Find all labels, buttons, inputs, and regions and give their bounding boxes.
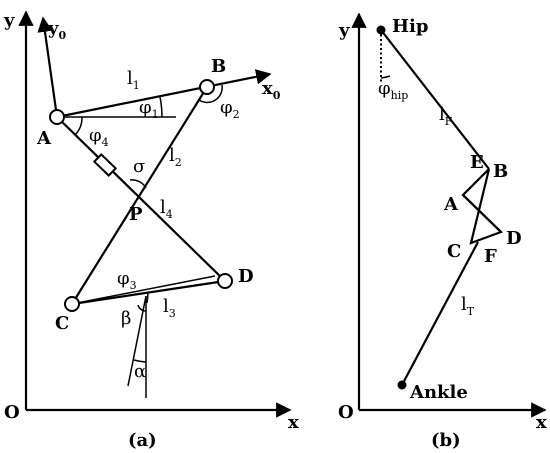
a-label-C: C (55, 313, 69, 334)
a-x0-label: x0 (262, 78, 281, 102)
a-arc-phi1 (159, 96, 163, 118)
a-ref-line (71, 275, 216, 305)
a-origin-label: O (4, 402, 20, 423)
a-arc-sigma (129, 179, 147, 189)
b-knee-cross (462, 194, 502, 233)
b-label-C: C (447, 241, 461, 262)
a-label-phi2: φ2 (220, 97, 240, 121)
b-origin-label: O (338, 402, 354, 423)
a-arc-alpha (133, 359, 147, 363)
a-label-alpha: α (134, 361, 146, 382)
a-y0-label: y0 (47, 18, 66, 42)
b-tibia-link (401, 241, 479, 386)
a-x-axis-label: x (288, 412, 299, 433)
a-link-BC (71, 86, 208, 305)
a-label-l4: l4 (160, 197, 173, 221)
b-arc-phi-hip (380, 75, 391, 79)
b-label-lT: lT (461, 294, 475, 318)
b-ankle-point (397, 380, 407, 390)
a-joint-C (64, 296, 80, 312)
figure-a: y x O y0 x0 A B C (3, 10, 299, 451)
b-x-axis-label: x (536, 412, 547, 433)
a-arc-phi3 (146, 291, 149, 304)
b-label-F: F (484, 246, 497, 267)
a-y0-axis (37, 16, 59, 118)
a-x0-axis (56, 69, 272, 119)
a-caption: (a) (128, 430, 157, 451)
b-y-axis-label: y (338, 20, 350, 41)
a-joint-A (49, 109, 65, 125)
a-label-A: A (36, 128, 52, 149)
a-label-sigma: σ (133, 156, 145, 177)
b-label-E: E (470, 152, 484, 173)
a-label-l3: l3 (163, 296, 176, 320)
b-hip-point (376, 25, 386, 35)
a-arc-phi4 (74, 116, 83, 136)
a-link-AD (56, 116, 226, 282)
b-femur-link (380, 29, 490, 170)
a-joint-B (199, 79, 215, 95)
b-label-phi-hip: φhip (378, 78, 408, 102)
a-label-phi4: φ4 (89, 125, 109, 149)
a-label-P: P (129, 204, 143, 225)
a-joint-D (217, 273, 233, 289)
b-label-ankle: Ankle (409, 382, 468, 403)
b-label-D: D (506, 228, 522, 249)
b-caption: (b) (431, 430, 461, 451)
figure-b: y x O Hip Ankle φhip lF lT E B A D C F (… (338, 12, 547, 451)
b-label-A: A (443, 194, 459, 215)
a-label-l2: l2 (169, 145, 182, 169)
a-y-axis-label: y (3, 10, 15, 31)
a-label-B: B (211, 56, 226, 77)
a-label-l1: l1 (127, 68, 140, 92)
b-label-hip: Hip (392, 16, 428, 37)
b-label-B: B (493, 161, 508, 182)
a-label-D: D (238, 266, 254, 287)
a-label-phi1: φ1 (139, 97, 159, 121)
a-label-phi3: φ3 (117, 268, 137, 292)
a-arc-phi2 (198, 84, 223, 104)
a-arc-beta (137, 304, 147, 312)
b-label-lF: lF (439, 104, 453, 128)
a-actuator (92, 153, 118, 177)
a-label-beta: β (121, 308, 131, 329)
